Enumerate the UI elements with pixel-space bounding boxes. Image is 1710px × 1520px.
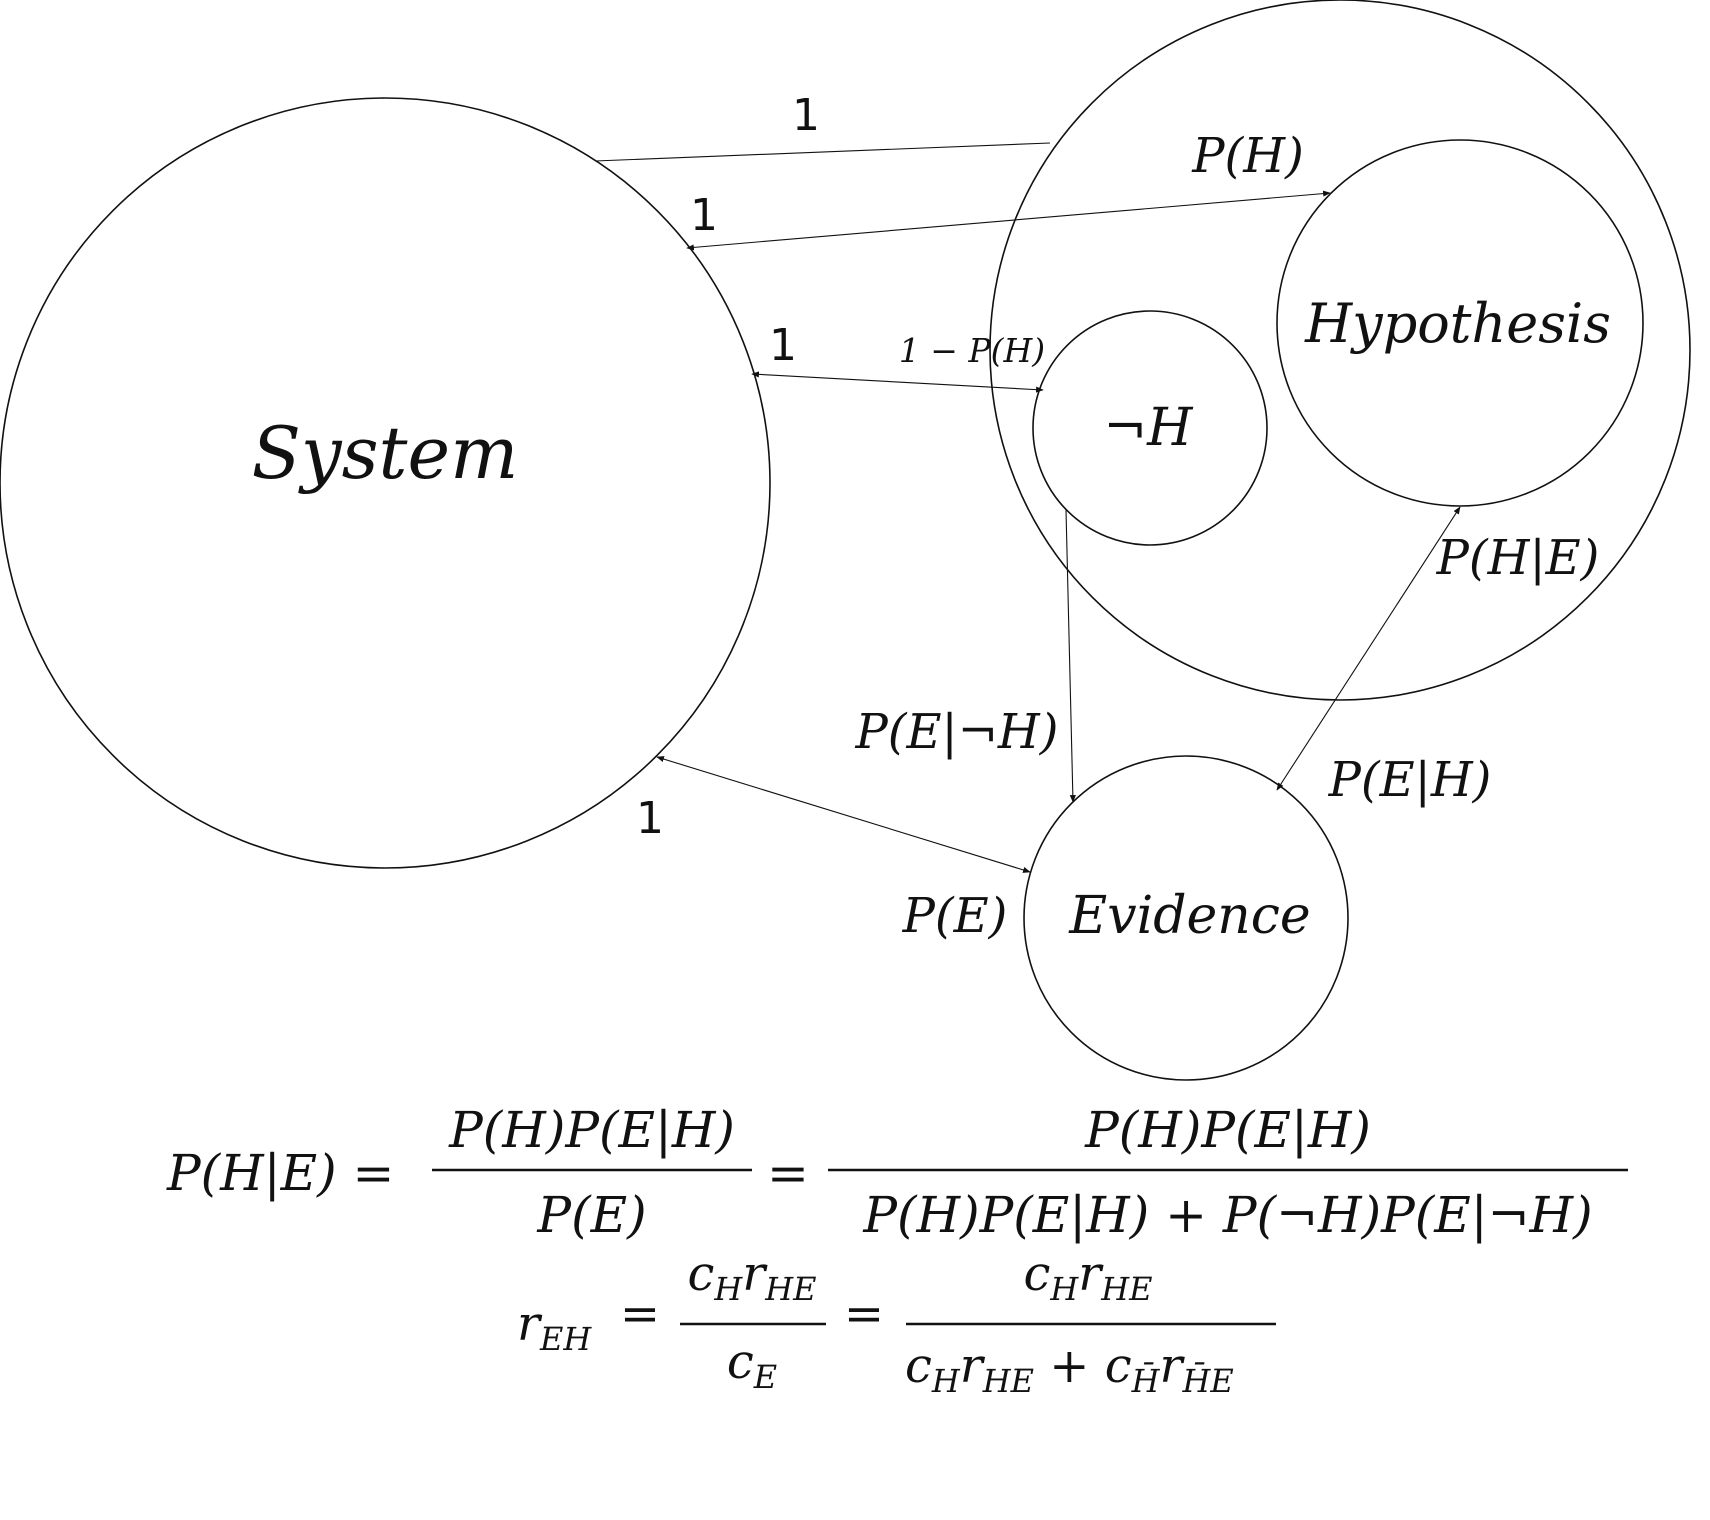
bayes-equation: P(H|E) = P(H)P(E|H) P(E) = P(H)P(E|H) P(… — [166, 1101, 1628, 1244]
relation-frac1-numerator: cHrHE — [687, 1246, 816, 1308]
relation-frac1-denominator: cE — [727, 1334, 777, 1396]
bayes-frac1-denominator: P(E) — [536, 1186, 646, 1244]
hypothesis-label: Hypothesis — [1304, 292, 1611, 355]
relation-frac2-numerator: cHrHE — [1023, 1246, 1152, 1308]
bayes-lhs: P(H|E) = — [166, 1144, 394, 1202]
relation-equation: rEH = cHrHE cE = cHrHE cHrHE + cH̄rH̄E — [517, 1246, 1276, 1400]
edge-label-p-e-given-h: P(E|H) — [1328, 752, 1492, 808]
bayes-frac2-denominator: P(H)P(E|H) + P(¬H)P(E|¬H) — [862, 1186, 1592, 1244]
edge-label-p-e-given-not-h: P(E|¬H) — [854, 704, 1058, 760]
bayes-frac2-numerator: P(H)P(E|H) — [1084, 1101, 1371, 1159]
edge-label-system-hypothesis: 1 — [690, 190, 718, 241]
evidence-label: Evidence — [1068, 886, 1310, 946]
edge-label-p-h-given-e: P(H|E) — [1436, 530, 1600, 586]
bayes-frac1-numerator: P(H)P(E|H) — [448, 1101, 735, 1159]
evidence-circle — [1023, 755, 1349, 1081]
relation-equals-1: = — [620, 1286, 660, 1342]
hypothesis-evidence-arrow — [1276, 506, 1461, 791]
hypothesis-circle — [1276, 139, 1644, 507]
not-h-evidence-arrow — [1065, 509, 1076, 803]
system-label: System — [252, 411, 519, 495]
relation-equals-2: = — [844, 1286, 884, 1342]
bayes-equals-2: = — [767, 1144, 809, 1202]
not-h-circle — [1032, 310, 1268, 546]
edge-label-system-outer: 1 — [792, 90, 820, 141]
system-to-outer-line — [594, 142, 1051, 162]
edge-label-system-evidence: 1 — [636, 793, 664, 844]
system-not-h-arrow — [751, 371, 1044, 393]
edge-label-system-not-h: 1 — [769, 320, 797, 371]
system-evidence-arrow — [656, 756, 1031, 873]
edge-label-one-minus-p-h: 1 − P(H) — [899, 331, 1045, 370]
system-hypothesis-arrow — [686, 190, 1331, 251]
edge-label-p-h: P(H) — [1191, 128, 1304, 184]
relation-lhs: rEH — [517, 1296, 592, 1358]
edge-label-p-e: P(E) — [902, 888, 1008, 944]
system-circle — [0, 97, 771, 869]
relation-frac2-denominator: cHrHE + cH̄rH̄E — [905, 1338, 1234, 1400]
not-h-label: ¬H — [1104, 398, 1195, 458]
